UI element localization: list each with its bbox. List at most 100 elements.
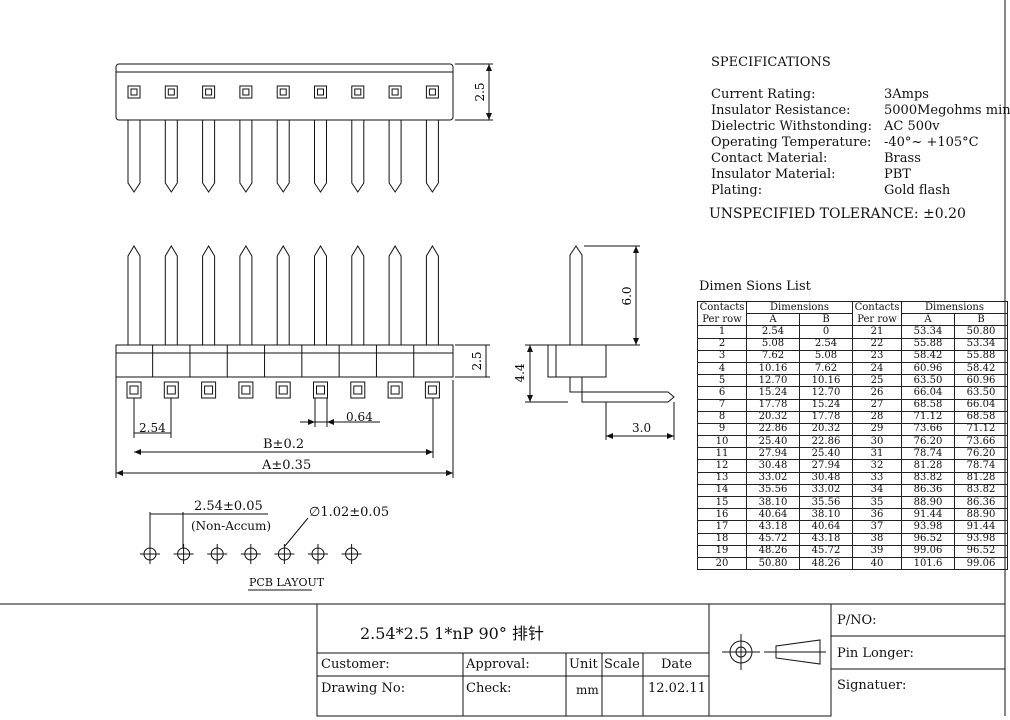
dim-pin-length: 6.0 [620,286,634,305]
date-value: 12.02.11 [648,681,706,696]
table-cell: 60.96 [901,361,955,376]
spec-value: PBT [884,167,911,182]
table-cell: 25.40 [746,435,800,449]
dim-top-height: 2.5 [473,82,487,101]
table-cell: 96.52 [901,532,955,546]
unit-value: mm [576,683,599,697]
table-cell: 31 [852,447,902,461]
table-cell: 43.18 [799,532,853,546]
table-cell: 35.56 [799,495,853,510]
table-cell: 40.64 [799,520,853,534]
table-cell: 20 [697,556,747,571]
pin-foot-inner [427,385,437,395]
pn-label: P/NO: [837,613,877,628]
pin [388,245,402,345]
table-cell: 58.42 [901,349,955,363]
spec-label: Plating: [711,183,763,198]
pin-pad [425,85,439,99]
table-cell: 0 [799,325,853,339]
table-cell: 33.02 [799,483,853,498]
table-cell: 5 [697,374,747,388]
pin-foot [313,381,328,399]
table-cell: 12.70 [799,386,853,400]
pin [314,120,327,193]
table-cell: 76.20 [901,435,955,449]
pin-pad [164,85,178,99]
spec-value: -40°~ +105°C [884,135,979,150]
table-cell: 93.98 [901,520,955,534]
dim-a: A±0.35 [262,458,312,473]
pin [239,120,253,193]
dim-foot: 3.0 [632,421,652,435]
table-cell: 22.86 [746,422,800,437]
pin-foot [424,381,440,399]
contacts-header: Contacts [852,300,902,314]
table-cell: 63.50 [901,374,955,388]
table-cell: 55.88 [901,337,955,351]
pin [127,120,141,193]
table-cell: 32 [852,459,902,473]
spec-label: Insulator Resistance: [711,103,851,118]
dimensions-header: Dimensions [901,300,1008,315]
table-cell: 86.36 [901,483,955,498]
table-cell: 36 [852,508,902,522]
pin-pad-inner [205,88,213,96]
table-cell: 25.40 [799,447,853,461]
pin [276,120,290,193]
pin-foot-inner [278,385,288,395]
tolerance-note: UNSPECIFIED TOLERANCE: ±0.20 [709,206,966,222]
pin-pad [202,85,216,99]
pin-foot-inner [166,385,176,395]
dim-pitch: 2.54 [139,421,166,435]
table-cell: 13 [697,471,747,485]
table-cell: 20.32 [746,410,800,424]
table-cell: 24 [852,361,902,376]
table-cell: 33.02 [746,471,800,485]
spec-label: Dielectric Withstonding: [711,119,872,134]
table-cell: 12.70 [746,374,800,388]
table-cell: 88.90 [954,508,1008,522]
table-cell: 21 [852,325,902,339]
col-a-header: A [746,313,800,327]
table-cell: 71.12 [901,410,955,424]
table-cell: 81.28 [901,459,955,473]
table-cell: 101.6 [901,556,955,571]
spec-value: Brass [884,151,921,166]
table-cell: 1 [697,325,747,339]
table-cell: 10.16 [799,374,853,388]
pin-pad [351,85,365,99]
table-cell: 7.62 [746,349,800,363]
pin [202,245,216,345]
contacts-header: Contacts [697,300,747,314]
table-cell: 76.20 [954,447,1008,461]
pin [351,120,365,193]
table-cell: 91.44 [901,508,955,522]
table-cell: 16 [697,508,747,522]
table-cell: 37 [852,520,902,534]
table-cell: 73.66 [901,422,955,437]
pin-pad [276,85,290,99]
table-cell: 45.72 [799,544,853,558]
pin [388,120,402,193]
table-cell: 68.58 [954,410,1008,424]
per-row-header: Per row [852,313,902,327]
table-cell: 4 [697,361,747,376]
table-cell: 58.42 [954,361,1008,376]
spec-label: Insulator Material: [711,167,836,182]
approval-label: Approval: [466,657,530,672]
table-cell: 10.16 [746,361,800,376]
side-view-housing [547,344,607,378]
table-cell: 17.78 [746,398,800,412]
table-cell: 2.54 [799,337,853,351]
table-cell: 63.50 [954,386,1008,400]
table-cell: 17 [697,520,747,534]
table-cell: 50.80 [954,325,1008,339]
table-cell: 40 [852,556,902,571]
